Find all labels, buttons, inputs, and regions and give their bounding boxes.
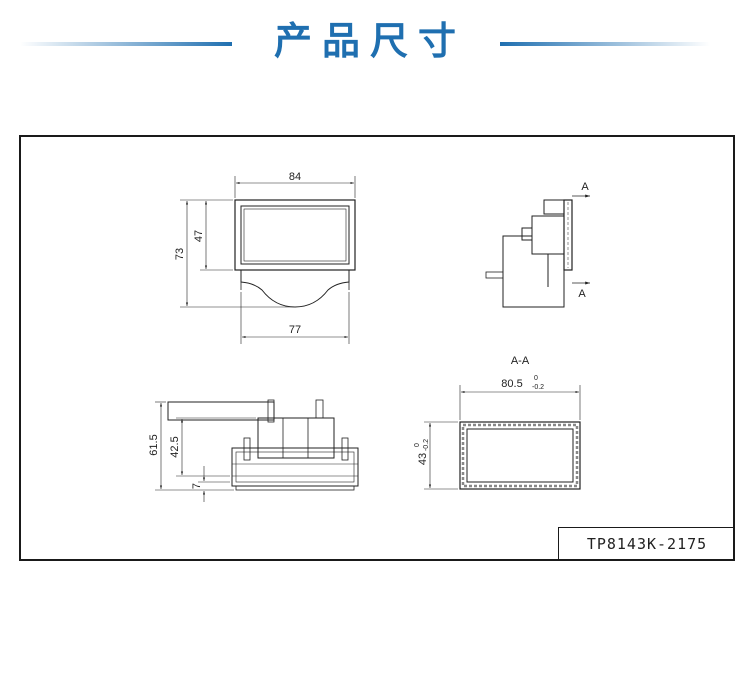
dim-cutout-width-tol-lower: -0.2 bbox=[532, 384, 544, 391]
front-view bbox=[180, 176, 356, 344]
side-view bbox=[485, 194, 590, 308]
front-window bbox=[240, 205, 350, 265]
drawing-frame bbox=[19, 135, 735, 561]
front-housing bbox=[240, 270, 350, 308]
dim-cutout-height-tol-upper: 0 bbox=[414, 443, 421, 447]
section-mark-top: A bbox=[581, 181, 589, 193]
page-title: 产品尺寸 bbox=[273, 19, 466, 63]
bottom-view bbox=[155, 399, 359, 502]
dim-height-61-5: 61.5 bbox=[148, 434, 160, 455]
dim-width-top: 84 bbox=[289, 171, 301, 183]
dim-height-window: 47 bbox=[193, 230, 205, 242]
dim-cutout-height: 43 bbox=[417, 453, 429, 465]
dim-height-42-5: 42.5 bbox=[169, 436, 181, 457]
dim-height-7: 7 bbox=[191, 483, 203, 489]
side-body bbox=[502, 235, 565, 308]
bottom-body bbox=[257, 417, 335, 459]
dim-cutout-width-tol-upper: 0 bbox=[534, 375, 538, 382]
bottom-top-plate bbox=[167, 401, 275, 421]
dim-cutout-width: 80.5 bbox=[501, 378, 522, 390]
dim-height-total: 73 bbox=[174, 248, 186, 260]
cutout-inner bbox=[466, 428, 574, 483]
header-left-rule bbox=[20, 42, 232, 46]
page-header: 产品尺寸 bbox=[0, 0, 750, 80]
section-mark-bottom: A bbox=[578, 288, 586, 300]
section-view bbox=[424, 385, 581, 490]
section-title: A-A bbox=[511, 355, 530, 367]
header-right-rule bbox=[500, 42, 710, 46]
dim-cutout-height-tol-lower: -0.2 bbox=[423, 439, 430, 451]
front-bezel bbox=[234, 199, 356, 271]
dim-width-bottom: 77 bbox=[289, 324, 301, 336]
model-number: TP8143K-2175 bbox=[558, 527, 735, 561]
cutout-outer bbox=[459, 421, 581, 490]
bottom-housing bbox=[231, 447, 359, 487]
